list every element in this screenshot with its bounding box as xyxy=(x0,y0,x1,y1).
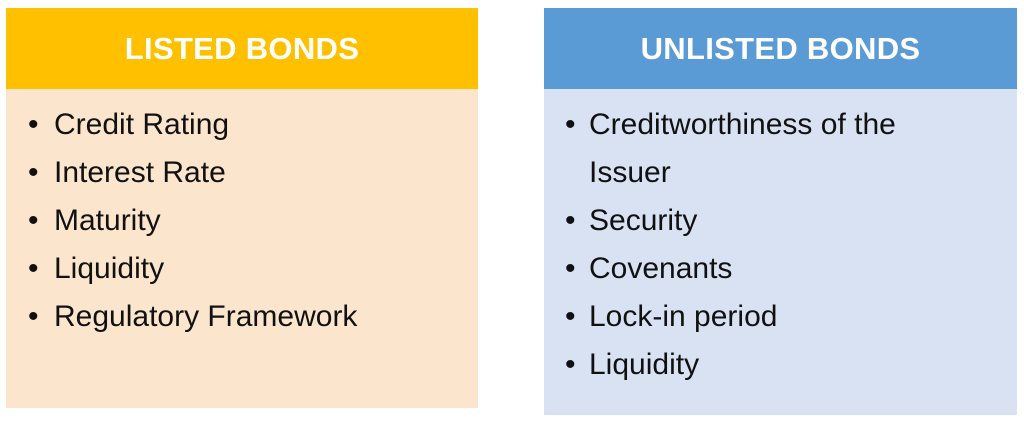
bullet-dot-icon: • xyxy=(565,204,576,237)
panel-body-unlisted-bonds: • Creditworthiness of the Issuer • Secur… xyxy=(544,89,1017,415)
list-item: • Covenants xyxy=(558,245,958,293)
list-item-label: Liquidity xyxy=(54,252,165,285)
bullet-list-listed-bonds: • Credit Rating • Interest Rate • Maturi… xyxy=(20,101,464,341)
list-item: • Creditworthiness of the Issuer xyxy=(558,101,958,197)
panel-listed-bonds: LISTED BONDS • Credit Rating • Interest … xyxy=(6,8,478,408)
bullet-dot-icon: • xyxy=(28,108,39,141)
panel-unlisted-bonds: UNLISTED BONDS • Creditworthiness of the… xyxy=(544,8,1017,415)
list-item-label: Liquidity xyxy=(589,348,700,381)
panel-header-listed-bonds: LISTED BONDS xyxy=(6,8,478,89)
list-item: • Regulatory Framework xyxy=(20,293,464,341)
panel-header-unlisted-bonds: UNLISTED BONDS xyxy=(544,8,1017,89)
bullet-dot-icon: • xyxy=(565,252,576,285)
bullet-dot-icon: • xyxy=(565,300,576,333)
bullet-list-unlisted-bonds: • Creditworthiness of the Issuer • Secur… xyxy=(558,101,958,389)
list-item-label: Lock-in period xyxy=(589,300,778,333)
bullet-dot-icon: • xyxy=(28,300,39,333)
list-item-label: Interest Rate xyxy=(54,156,226,189)
bullet-dot-icon: • xyxy=(565,108,576,141)
list-item: • Liquidity xyxy=(558,341,958,389)
bullet-dot-icon: • xyxy=(28,156,39,189)
panel-body-listed-bonds: • Credit Rating • Interest Rate • Maturi… xyxy=(6,89,478,408)
list-item-label: Creditworthiness of the Issuer xyxy=(589,108,896,189)
list-item-label: Credit Rating xyxy=(54,108,230,141)
list-item: • Interest Rate xyxy=(20,149,464,197)
list-item: • Security xyxy=(558,197,958,245)
list-item: • Liquidity xyxy=(20,245,464,293)
list-item-label: Security xyxy=(589,204,698,237)
list-item: • Lock-in period xyxy=(558,293,958,341)
bullet-dot-icon: • xyxy=(28,252,39,285)
list-item-label: Covenants xyxy=(589,252,733,285)
bullet-dot-icon: • xyxy=(28,204,39,237)
list-item: • Credit Rating xyxy=(20,101,464,149)
list-item-label: Maturity xyxy=(54,204,161,237)
list-item: • Maturity xyxy=(20,197,464,245)
bullet-dot-icon: • xyxy=(565,348,576,381)
list-item-label: Regulatory Framework xyxy=(54,300,358,333)
